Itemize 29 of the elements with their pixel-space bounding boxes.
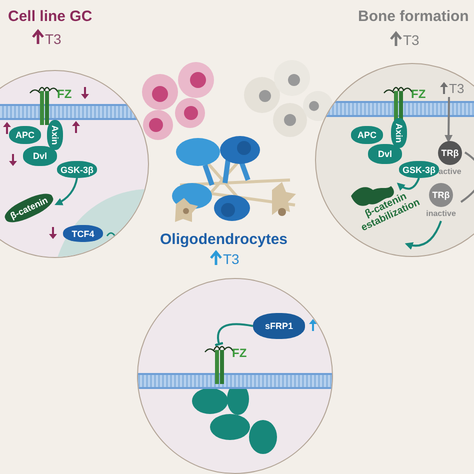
receptor-circle: TRβ [429,183,453,207]
arrow [396,178,420,191]
protein-blob: APC [351,126,383,144]
protein-blob: TCF4 [63,225,103,242]
protein-label: FZ [57,87,72,101]
hormone-label: T3 [403,32,420,48]
protein-blob: GSK-3β [57,161,97,178]
protein-blob: GSK-3β [399,161,439,178]
protein-blob: APC [9,126,41,144]
protein-blob: Dvl [23,146,57,166]
protein-label: FZ [411,87,426,101]
state-label: active [438,167,462,176]
arrow [404,220,442,250]
title-label: Cell line GC [8,8,92,25]
title-label: Bone formation [358,8,469,25]
hormone-label: T3 [449,81,464,96]
hormone-label: T3 [223,251,240,267]
arrow [444,96,453,143]
protein-blob: Axin [391,118,407,148]
arrow [54,178,78,206]
hormone-label: T3 [45,31,62,47]
state-label: inactive [425,209,457,218]
title-label: Oligodendrocytes [160,231,288,248]
protein-blob: Dvl [368,144,402,164]
protein-blob: Axin [47,120,63,150]
protein-label: FZ [232,346,247,360]
receptor-circle: TRβ [438,141,462,165]
protein-blob: sFRP1 [253,313,305,339]
inhibition-line [212,323,254,346]
